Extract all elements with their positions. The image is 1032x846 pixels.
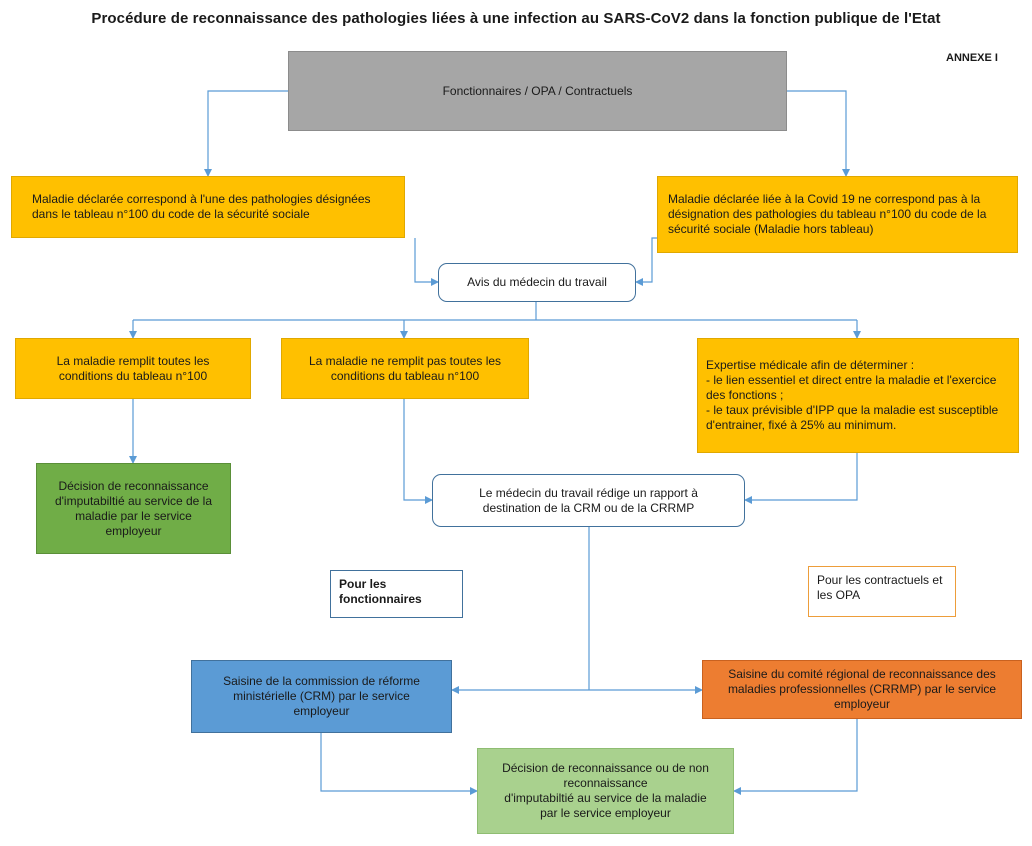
node-saisine-crrmp: Saisine du comité régional de reconnaiss… [702, 660, 1022, 719]
arrow-top-to-right [787, 90, 850, 177]
node-decision-finale: Décision de reconnaissance ou de non rec… [477, 748, 734, 834]
arrow-crrmp-to-final [733, 719, 858, 795]
node-maladie-remplit-conditions: La maladie remplit toutes les conditions… [15, 338, 251, 399]
node-decision-reconnaissance-employeur: Décision de reconnaissance d'imputabilti… [36, 463, 231, 554]
arrow-top-to-left [204, 90, 288, 177]
arrow-crm-to-final [320, 733, 478, 795]
arrow-right-to-avis [635, 237, 657, 286]
node-avis-medecin-travail: Avis du médecin du travail [438, 263, 636, 302]
arrow-left-to-avis [414, 238, 439, 286]
node-rapport-medecin-travail: Le médecin du travail rédige un rapport … [432, 474, 745, 527]
node-fonctionnaires-opa-contractuels: Fonctionnaires / OPA / Contractuels [288, 51, 787, 131]
annexe-label: ANNEXE I [946, 52, 998, 64]
node-saisine-crm: Saisine de la commission de réforme mini… [191, 660, 452, 733]
node-expertise-medicale: Expertise médicale afin de déterminer : … [697, 338, 1019, 453]
diagram-title: Procédure de reconnaissance des patholog… [91, 10, 941, 27]
node-maladie-ne-remplit-pas: La maladie ne remplit pas toutes les con… [281, 338, 529, 399]
node-maladie-hors-tableau: Maladie déclarée liée à la Covid 19 ne c… [657, 176, 1018, 253]
node-maladie-dans-tableau: Maladie déclarée correspond à l'une des … [11, 176, 405, 238]
note-pour-les-contractuels-opa: Pour les contractuels et les OPA [808, 566, 956, 617]
arrow-expertise-to-rapport [744, 453, 858, 504]
arrow-ne-remplit-to-rapport [403, 399, 433, 504]
note-pour-les-fonctionnaires: Pour les fonctionnaires [330, 570, 463, 618]
